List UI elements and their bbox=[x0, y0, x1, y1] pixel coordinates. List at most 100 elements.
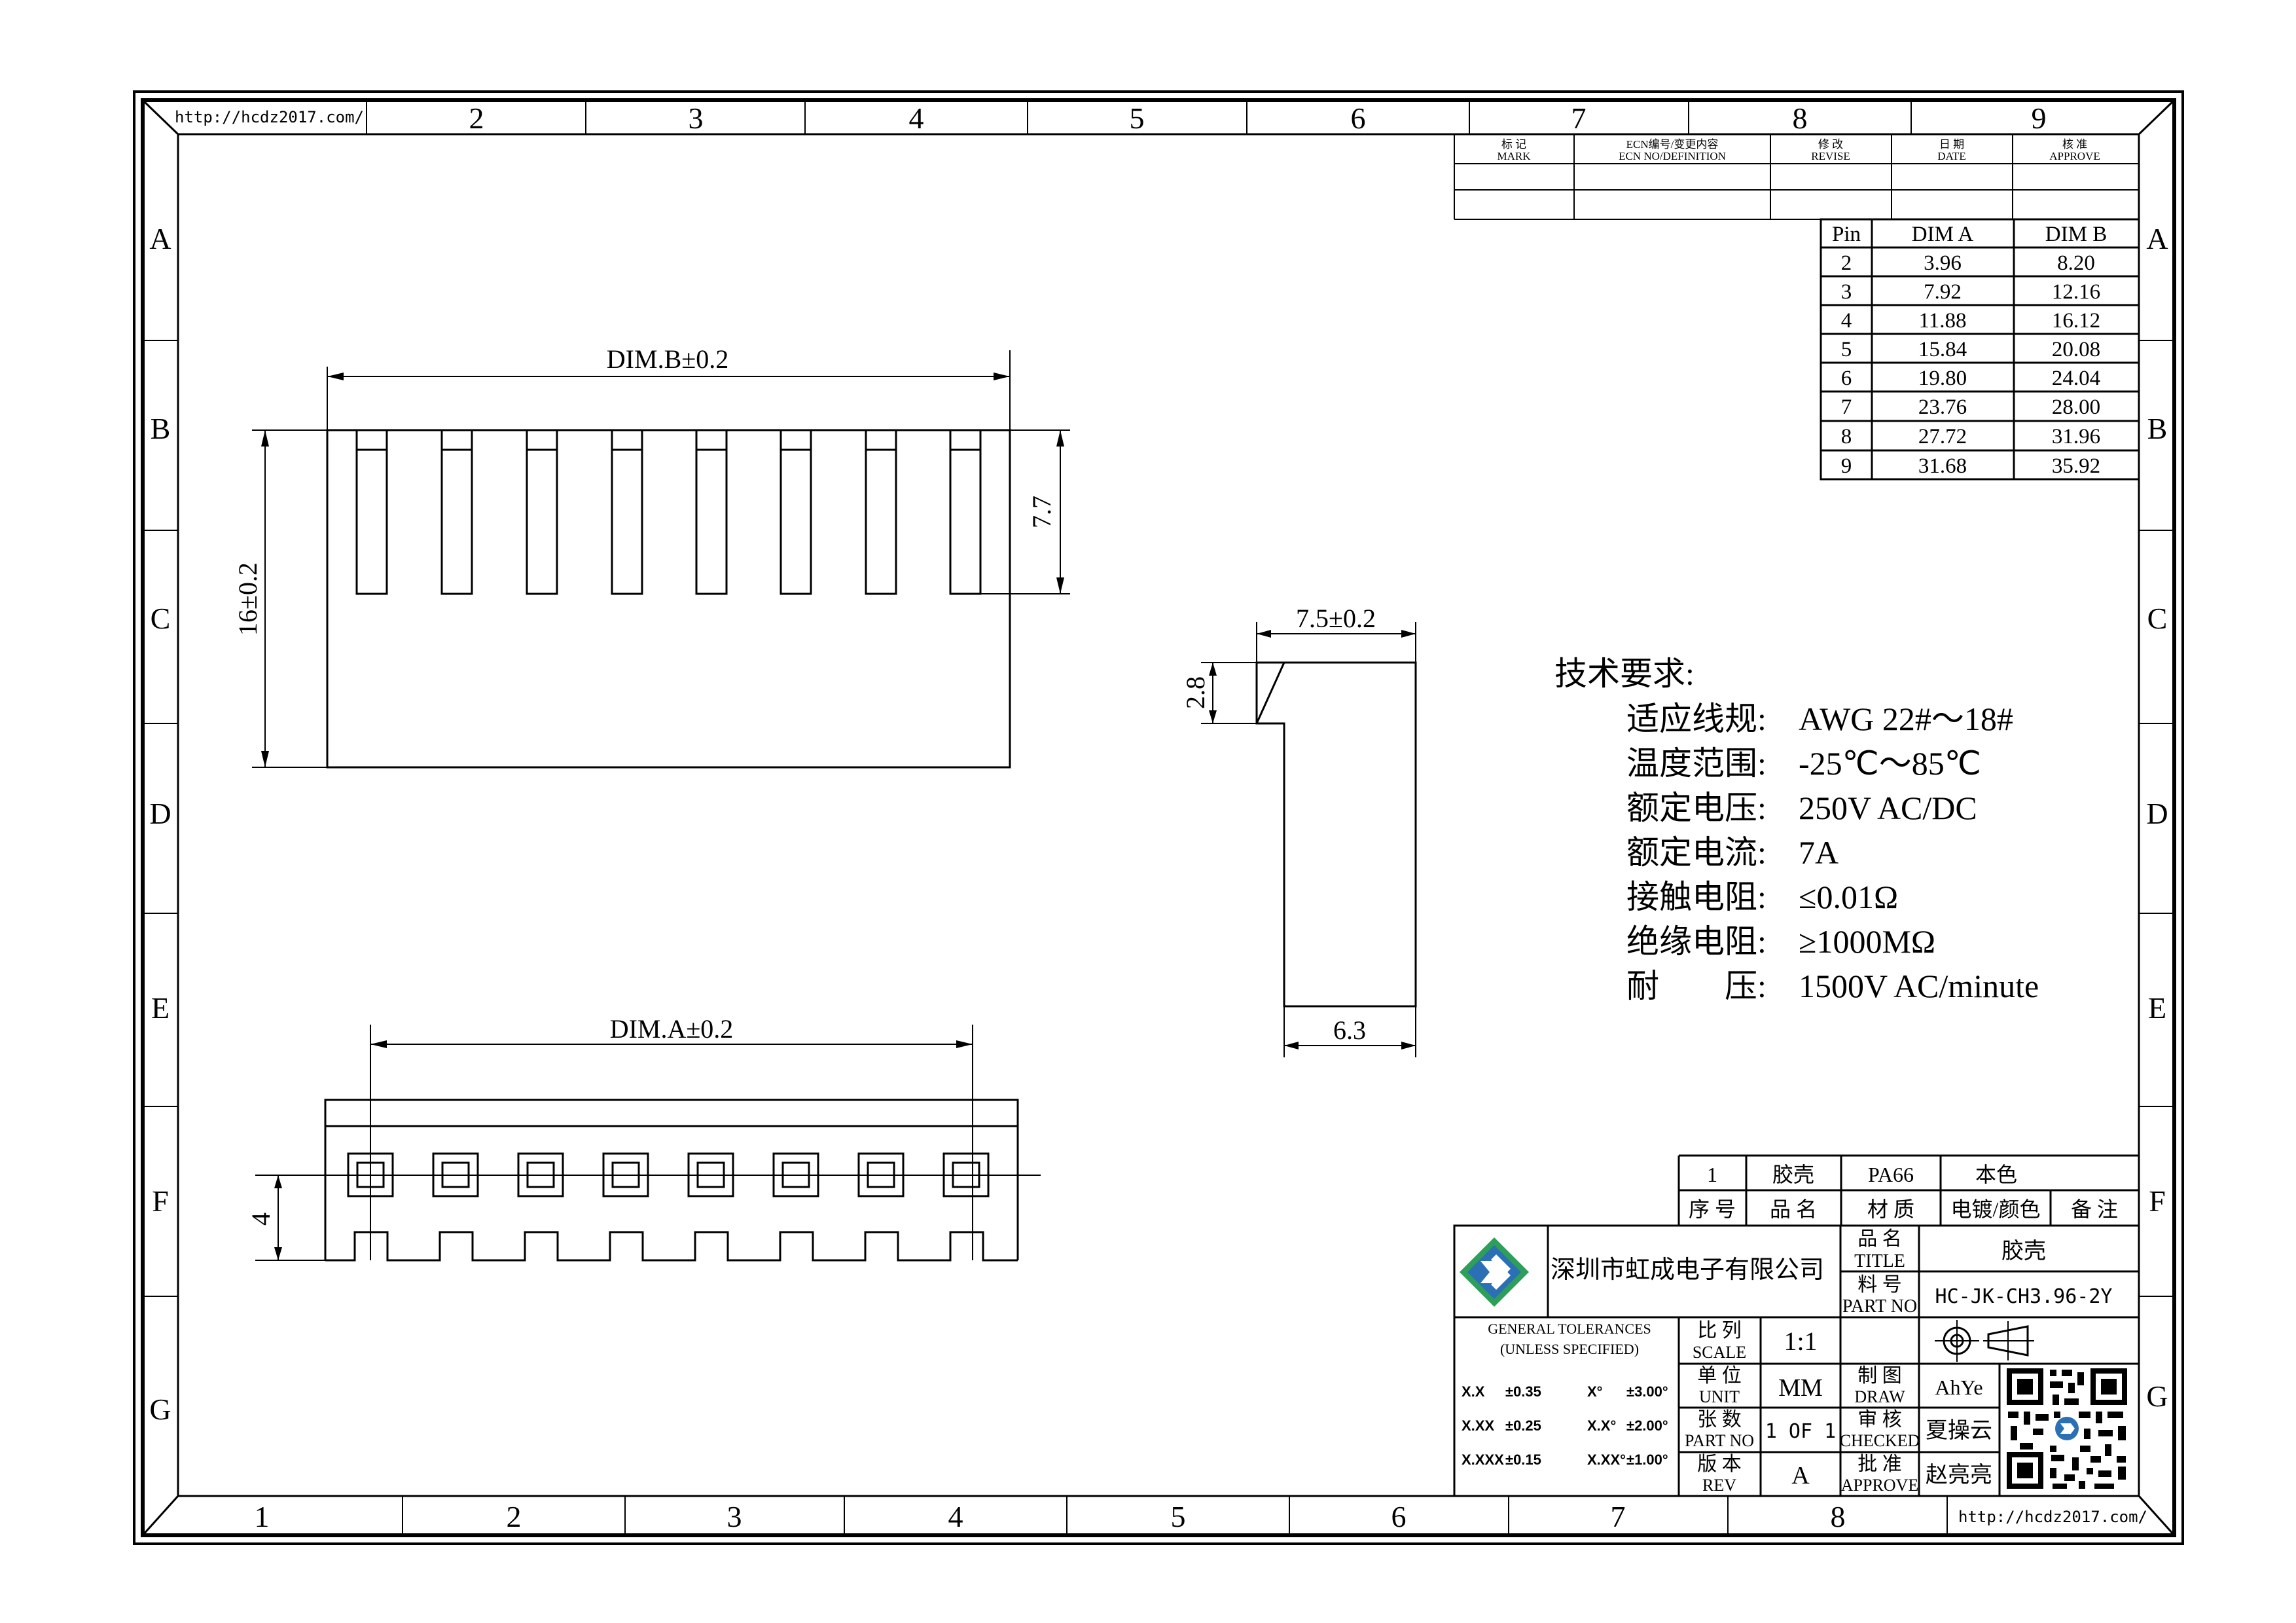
dim-table-header-dim-a: DIM A bbox=[1912, 223, 1974, 246]
zone-row-left-b: B bbox=[151, 412, 171, 445]
dim-table-cell: 7.92 bbox=[1924, 280, 1962, 304]
tech-req-value: 250V AC/DC bbox=[1799, 790, 1977, 826]
tech-req-label: 耐 压: bbox=[1626, 968, 1767, 1004]
rev-header-revise-en: REVISE bbox=[1811, 150, 1850, 162]
zone-col-bottom-3: 3 bbox=[727, 1500, 742, 1533]
zone-col-bottom-6: 6 bbox=[1391, 1500, 1407, 1533]
url-top[interactable]: http://hcdz2017.com/ bbox=[175, 108, 364, 126]
title-block-grid bbox=[1453, 1224, 2140, 1497]
dim-table-cell: 12.16 bbox=[2052, 280, 2100, 304]
bottom-zone-dividers bbox=[402, 1496, 1948, 1535]
zone-row-left-e: E bbox=[151, 991, 170, 1025]
zone-col-top-7: 7 bbox=[1571, 101, 1587, 135]
dim-table-cell: 11.88 bbox=[1918, 309, 1966, 333]
dim-table-cell: 35.92 bbox=[2052, 454, 2100, 478]
draw-value: AhYe bbox=[1935, 1376, 1982, 1399]
bom-header-remark: 备 注 bbox=[2071, 1197, 2118, 1221]
dim-table-cell: 16.12 bbox=[2052, 309, 2100, 333]
projection-symbol-icon bbox=[1935, 1320, 2034, 1362]
zone-col-bottom-8: 8 bbox=[1831, 1500, 1846, 1533]
tol-key: X.XX bbox=[1462, 1417, 1494, 1434]
tolerances-title-2: (UNLESS SPECIFIED) bbox=[1500, 1341, 1639, 1357]
zone-col-bottom-1: 1 bbox=[255, 1500, 270, 1533]
tol-key: X.XXX bbox=[1462, 1451, 1504, 1468]
tech-req-label: 温度范围: bbox=[1626, 745, 1767, 782]
tol-value: ±0.25 bbox=[1505, 1417, 1541, 1434]
tech-req-label: 接触电阻: bbox=[1626, 879, 1767, 915]
dim-table-header-dim-b: DIM B bbox=[2045, 223, 2107, 246]
zone-row-right-a: A bbox=[2146, 222, 2168, 255]
tol-key: X° bbox=[1587, 1383, 1602, 1400]
zone-row-right-b: B bbox=[2147, 412, 2168, 445]
zone-col-top-9: 9 bbox=[2032, 101, 2047, 135]
scale-label-en: SCALE bbox=[1693, 1343, 1746, 1362]
dim-table-cell: 3 bbox=[1841, 280, 1852, 304]
zone-col-top-2: 2 bbox=[469, 101, 484, 135]
tol-value: ±2.00° bbox=[1626, 1417, 1668, 1434]
partno-value: HC-JK-CH3.96-2Y bbox=[1935, 1285, 2113, 1308]
rev-header-ecn-cn: ECN编号/变更内容 bbox=[1626, 138, 1719, 151]
partno-label-cn: 料 号 bbox=[1857, 1274, 1902, 1296]
dim-table-cell: 31.96 bbox=[2052, 425, 2100, 448]
tol-key: X.X bbox=[1462, 1383, 1485, 1400]
dim-table-cell: 9 bbox=[1841, 454, 1852, 478]
unit-label-cn: 单 位 bbox=[1697, 1365, 1742, 1387]
base-63-label: 6.3 bbox=[1333, 1015, 1366, 1045]
rev-label-cn: 版 本 bbox=[1697, 1453, 1742, 1475]
zone-row-right-f: F bbox=[2149, 1184, 2166, 1218]
tech-req-label: 绝缘电阻: bbox=[1626, 923, 1767, 960]
tech-requirements: 技术要求: 适应线规: AWG 22#～18# 温度范围: -25℃～85℃ 额… bbox=[1554, 655, 2039, 1004]
dim-table-cell: 3.96 bbox=[1924, 251, 1962, 275]
width-75-label: 7.5±0.2 bbox=[1296, 604, 1376, 633]
rev-header-mark-cn: 标 记 bbox=[1501, 138, 1526, 151]
bom-name: 胶壳 bbox=[1772, 1163, 1814, 1186]
side-view bbox=[1201, 622, 1417, 1057]
dim-table-grid bbox=[1820, 218, 2140, 481]
dim-table-cell: 8 bbox=[1841, 425, 1852, 448]
dim-table: Pin DIM A DIM B 2 3.96 8.20 3 7.92 12.16… bbox=[1832, 223, 2107, 478]
check-label-en: CHECKED bbox=[1840, 1431, 1920, 1450]
zone-row-left-a: A bbox=[149, 222, 171, 255]
rev-value: A bbox=[1791, 1462, 1810, 1489]
tech-req-value: ≤0.01Ω bbox=[1799, 879, 1898, 915]
zone-col-bottom-2: 2 bbox=[507, 1500, 522, 1533]
right-zone-dividers bbox=[2139, 340, 2174, 1297]
url-bottom[interactable]: http://hcdz2017.com/ bbox=[1958, 1508, 2147, 1526]
bom-finish: 本色 bbox=[1975, 1163, 2017, 1186]
rev-header-approve-cn: 核 准 bbox=[2062, 138, 2087, 151]
rev-header-date-cn: 日 期 bbox=[1939, 138, 1964, 151]
side-28-label: 2.8 bbox=[1181, 676, 1210, 709]
dim-table-cell: 15.84 bbox=[1918, 338, 1967, 361]
zone-row-right-c: C bbox=[2147, 602, 2168, 635]
zone-row-left-f: F bbox=[152, 1184, 169, 1218]
tol-key: X.XX° bbox=[1587, 1451, 1626, 1468]
front-view-body bbox=[326, 429, 1011, 769]
dim-table-cell: 19.80 bbox=[1918, 367, 1967, 390]
bom-header-no: 序 号 bbox=[1689, 1197, 1736, 1221]
zone-labels: http://hcdz2017.com/ 2 3 4 5 6 7 8 9 1 2… bbox=[149, 101, 2168, 1533]
dim-table-cell: 24.04 bbox=[2052, 367, 2100, 390]
tech-req-title: 技术要求: bbox=[1554, 655, 1695, 692]
tol-value: ±0.15 bbox=[1505, 1451, 1541, 1468]
front-view bbox=[252, 350, 1070, 769]
revision-table bbox=[1454, 134, 2139, 220]
tol-value: ±3.00° bbox=[1626, 1383, 1668, 1400]
dim-table-cell: 31.68 bbox=[1918, 454, 1967, 478]
top-view-notch-profile bbox=[325, 1231, 1018, 1262]
company-logo-icon bbox=[1460, 1237, 1529, 1307]
top-view bbox=[255, 1025, 1041, 1262]
approve-label-en: APPROVE bbox=[1841, 1476, 1918, 1495]
title-label-en: TITLE bbox=[1854, 1251, 1905, 1271]
dim-table-cell: 2 bbox=[1841, 251, 1852, 275]
scale-value: 1:1 bbox=[1784, 1326, 1817, 1356]
dim-table-cell: 4 bbox=[1841, 309, 1852, 333]
left-zone-dividers bbox=[143, 340, 178, 1297]
bom-header-material: 材 质 bbox=[1867, 1197, 1914, 1221]
rev-header-date-en: DATE bbox=[1937, 150, 1965, 162]
zone-col-bottom-5: 5 bbox=[1171, 1500, 1186, 1533]
check-label-cn: 审 核 bbox=[1857, 1409, 1902, 1431]
unit-label-en: UNIT bbox=[1699, 1387, 1740, 1406]
zone-col-bottom-4: 4 bbox=[948, 1500, 963, 1533]
zone-row-left-c: C bbox=[151, 602, 171, 635]
